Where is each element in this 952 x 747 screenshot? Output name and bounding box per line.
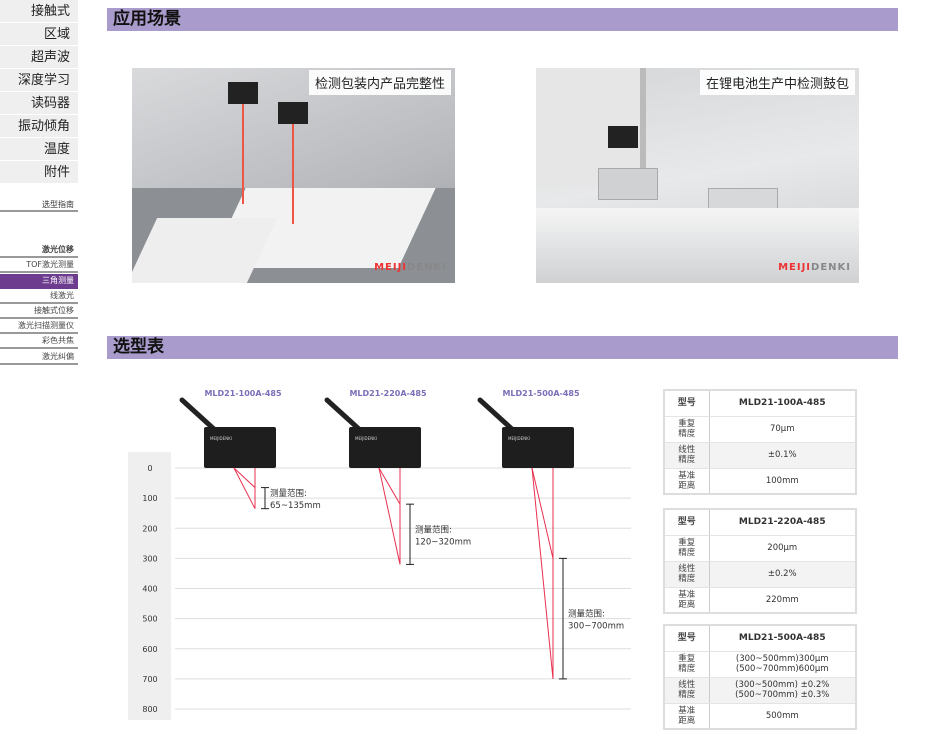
- spec-label: 基准距离: [664, 703, 710, 730]
- spec-value: MLD21-220A-485: [709, 509, 856, 536]
- sensor-brand: MEIJIDENKI: [210, 436, 232, 441]
- spec-value: 100mm: [709, 468, 856, 495]
- brand-logo: MEIJIDENKI: [778, 262, 851, 273]
- spec-value: MLD21-100A-485: [709, 390, 856, 417]
- section-header-selection: 选型表: [107, 336, 898, 359]
- sensor-brand: MEIJIDENKI: [355, 436, 377, 441]
- spec-label: 线性精度: [664, 561, 710, 588]
- reflected-beam: [531, 467, 554, 559]
- selection-guide-link[interactable]: 选型指南: [0, 200, 78, 212]
- sidebar-item[interactable]: 深度学习: [0, 69, 78, 92]
- range-label: 测量范围:: [415, 524, 452, 535]
- reflected-beam: [233, 467, 256, 509]
- spec-value: ±0.1%: [709, 442, 856, 469]
- sensor-body: [502, 427, 574, 468]
- spec-value: (300~500mm)300μm(500~700mm)600μm: [709, 651, 856, 678]
- spec-label: 型号: [664, 390, 710, 417]
- subnav-item[interactable]: 彩色共焦: [0, 334, 78, 349]
- spec-label: 基准距离: [664, 468, 710, 495]
- scale-tick-label: 800: [142, 705, 157, 714]
- sidebar-item[interactable]: 读码器: [0, 92, 78, 115]
- subnav-item[interactable]: 接触式位移: [0, 304, 78, 319]
- scale-tick-label: 300: [142, 554, 157, 563]
- sensor-cable: [179, 397, 218, 433]
- range-value: 120~320mm: [415, 537, 471, 547]
- scale-tick-label: 600: [142, 645, 157, 654]
- sensor-model-label: MLD21-500A-485: [502, 389, 579, 398]
- spec-label: 重复精度: [664, 651, 710, 678]
- reflected-beam: [531, 467, 554, 679]
- scene-photo-battery: 在锂电池生产中检测鼓包 MEIJIDENKI: [536, 68, 859, 283]
- spec-value: MLD21-500A-485: [709, 625, 856, 652]
- table-row: 线性精度±0.1%: [664, 442, 856, 469]
- photo-caption: 在锂电池生产中检测鼓包: [699, 70, 855, 95]
- sidebar-item[interactable]: 附件: [0, 161, 78, 184]
- table-row: 重复精度(300~500mm)300μm(500~700mm)600μm: [664, 651, 856, 678]
- spec-label: 型号: [664, 509, 710, 536]
- reflected-beam: [378, 467, 401, 505]
- subnav-item[interactable]: 线激光: [0, 289, 78, 304]
- sensor-model-label: MLD21-100A-485: [204, 389, 281, 398]
- spec-label: 基准距离: [664, 587, 710, 614]
- spec-label: 线性精度: [664, 442, 710, 469]
- sensor-cable: [324, 397, 363, 433]
- scale-tick-label: 500: [142, 615, 157, 624]
- reflected-beam: [233, 467, 256, 488]
- sidebar-item[interactable]: 接触式: [0, 0, 78, 23]
- table-row: 线性精度(300~500mm) ±0.2%(500~700mm) ±0.3%: [664, 677, 856, 704]
- sidebar: 接触式 区域 超声波 深度学习 读码器 振动倾角 温度 附件: [0, 0, 78, 184]
- sensor-body: [349, 427, 421, 468]
- sidebar-item[interactable]: 超声波: [0, 46, 78, 69]
- subnav-item-active[interactable]: 三角测量: [0, 274, 78, 289]
- sensor-brand: MEIJIDENKI: [508, 436, 530, 441]
- spec-label: 重复精度: [664, 416, 710, 443]
- sensor-model-label: MLD21-220A-485: [349, 389, 426, 398]
- sidebar-item[interactable]: 温度: [0, 138, 78, 161]
- brand-logo: MEIJIDENKI: [374, 262, 447, 273]
- spec-value: 70μm: [709, 416, 856, 443]
- spec-value: 500mm: [709, 703, 856, 730]
- subnav-item[interactable]: 激光扫描测量仪: [0, 319, 78, 334]
- spec-value: (300~500mm) ±0.2%(500~700mm) ±0.3%: [709, 677, 856, 704]
- sensor-cable: [477, 397, 516, 433]
- reflected-beam: [378, 467, 401, 565]
- range-value: 300~700mm: [568, 622, 624, 632]
- section-header-scenes: 应用场景: [107, 8, 898, 31]
- scale-tick-label: 700: [142, 675, 157, 684]
- spec-value: 220mm: [709, 587, 856, 614]
- subnav-item[interactable]: 激光纠偏: [0, 350, 78, 365]
- photo-caption: 检测包装内产品完整性: [308, 70, 451, 95]
- spec-label: 型号: [664, 625, 710, 652]
- spec-label: 线性精度: [664, 677, 710, 704]
- scale-tick-label: 400: [142, 585, 157, 594]
- scale-tick-label: 0: [147, 464, 152, 473]
- sidebar-item[interactable]: 区域: [0, 23, 78, 46]
- scale-column: [128, 452, 171, 720]
- range-label: 测量范围:: [270, 488, 307, 499]
- spec-label: 重复精度: [664, 535, 710, 562]
- spec-value: ±0.2%: [709, 561, 856, 588]
- scale-tick-label: 200: [142, 524, 157, 533]
- sensor-body: [204, 427, 276, 468]
- range-value: 65~135mm: [270, 501, 321, 511]
- range-label: 测量范围:: [568, 609, 605, 620]
- subnav-item[interactable]: TOF激光测量: [0, 258, 78, 273]
- sidebar-item[interactable]: 振动倾角: [0, 115, 78, 138]
- scene-photo-packaging: 检测包装内产品完整性 MEIJIDENKI: [132, 68, 455, 283]
- spec-value: 200μm: [709, 535, 856, 562]
- scale-tick-label: 100: [142, 494, 157, 503]
- table-row: 线性精度±0.2%: [664, 561, 856, 588]
- subnav-heading[interactable]: 激光位移: [0, 243, 78, 258]
